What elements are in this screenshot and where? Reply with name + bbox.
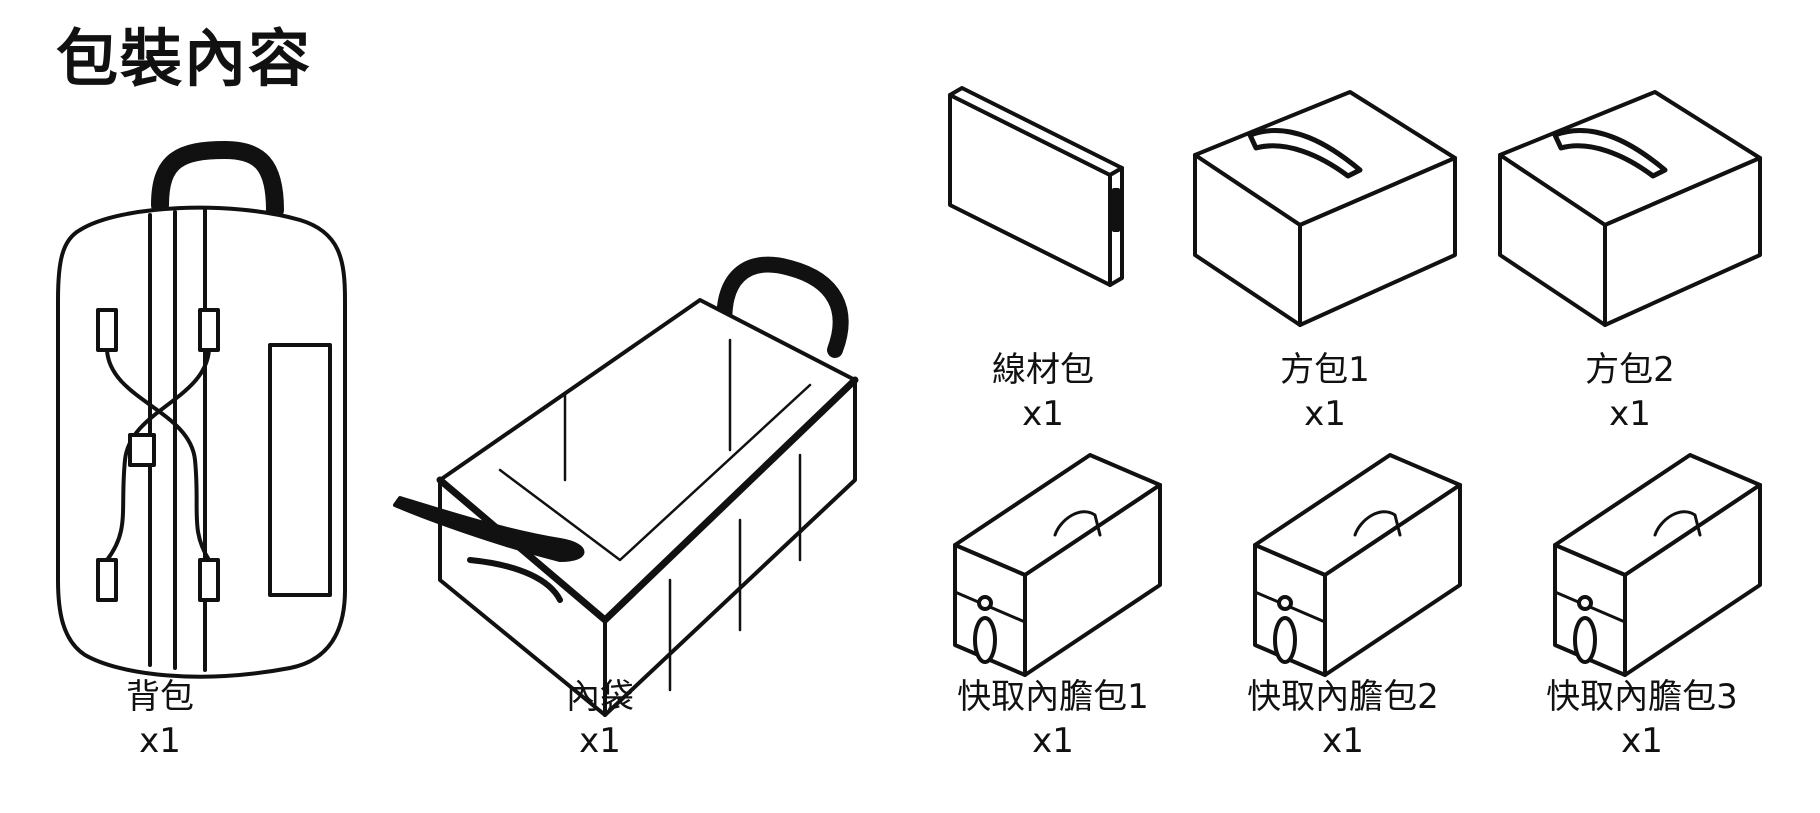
cable-pouch-icon — [948, 86, 1124, 287]
item-quantity: x1 — [1609, 394, 1651, 434]
item-quantity: x1 — [139, 721, 181, 761]
item-quantity: x1 — [1032, 721, 1074, 761]
item-quantity: x1 — [1022, 394, 1064, 434]
square-bag-icon — [1193, 90, 1457, 327]
quick-access-insert-icon — [1553, 453, 1762, 677]
item-label: 方包2 — [1585, 350, 1675, 390]
item-quantity: x1 — [1322, 721, 1364, 761]
item-label: 線材包 — [992, 350, 1094, 390]
item-quantity: x1 — [579, 721, 621, 761]
item-label: 快取內膽包3 — [1546, 677, 1738, 717]
inner-bag-icon — [393, 256, 859, 717]
square-bag-icon — [1498, 90, 1762, 327]
backpack-icon — [56, 141, 347, 679]
item-quantity: x1 — [1304, 394, 1346, 434]
item-label: 內袋 — [566, 677, 634, 717]
quick-access-insert-icon — [1253, 453, 1462, 677]
page-title: 包裝內容 — [56, 22, 313, 95]
quick-access-insert-icon — [953, 453, 1162, 677]
item-label: 背包 — [126, 677, 194, 717]
item-quantity: x1 — [1621, 721, 1663, 761]
item-label: 方包1 — [1280, 350, 1370, 390]
item-label: 快取內膽包2 — [1247, 677, 1439, 717]
item-label: 快取內膽包1 — [957, 677, 1149, 717]
